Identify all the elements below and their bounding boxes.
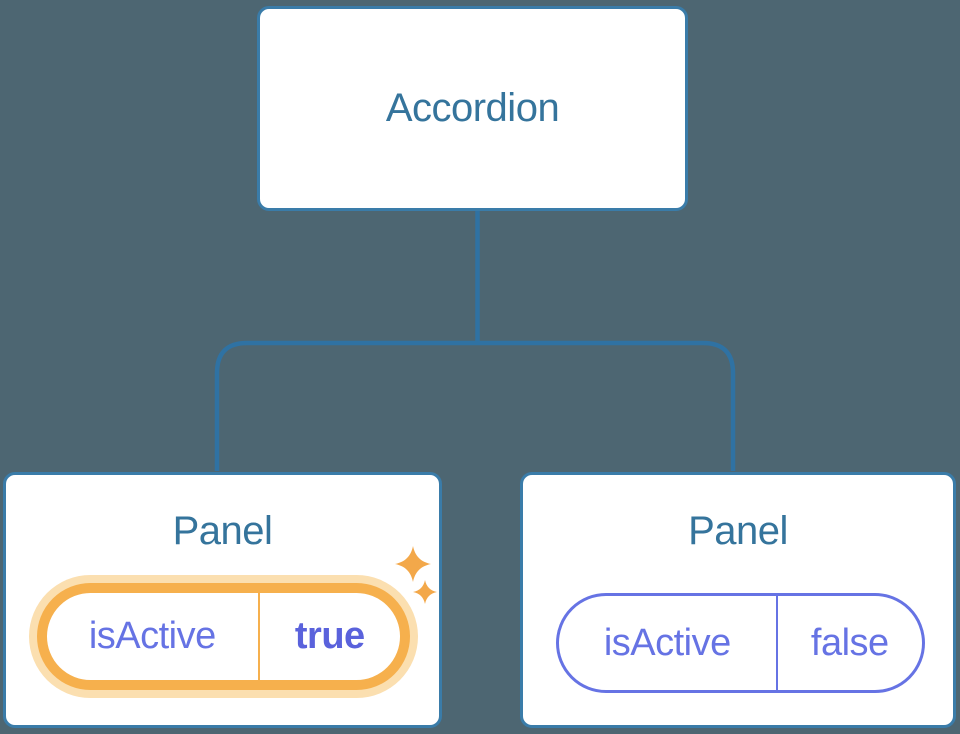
panel-node-label: Panel (688, 509, 788, 553)
state-key: isActive (603, 621, 731, 664)
sparkle-icon (395, 546, 431, 582)
state-pill-inactive: isActive false (556, 593, 925, 693)
state-key: isActive (88, 615, 216, 657)
pill-divider (775, 596, 778, 690)
panel-node-active: Panel isActive true (3, 472, 442, 728)
panel-node-label: Panel (172, 509, 273, 553)
pill-divider (257, 593, 260, 680)
connector-branch (214, 340, 736, 471)
state-pill-active: isActive true (37, 583, 410, 690)
accordion-node-label: Accordion (385, 86, 560, 130)
accordion-node: Accordion (257, 6, 688, 211)
state-value: false (810, 621, 889, 664)
sparkle-icon (413, 580, 437, 604)
state-value: true (294, 615, 365, 657)
panel-node-inactive: Panel isActive false (520, 472, 956, 728)
